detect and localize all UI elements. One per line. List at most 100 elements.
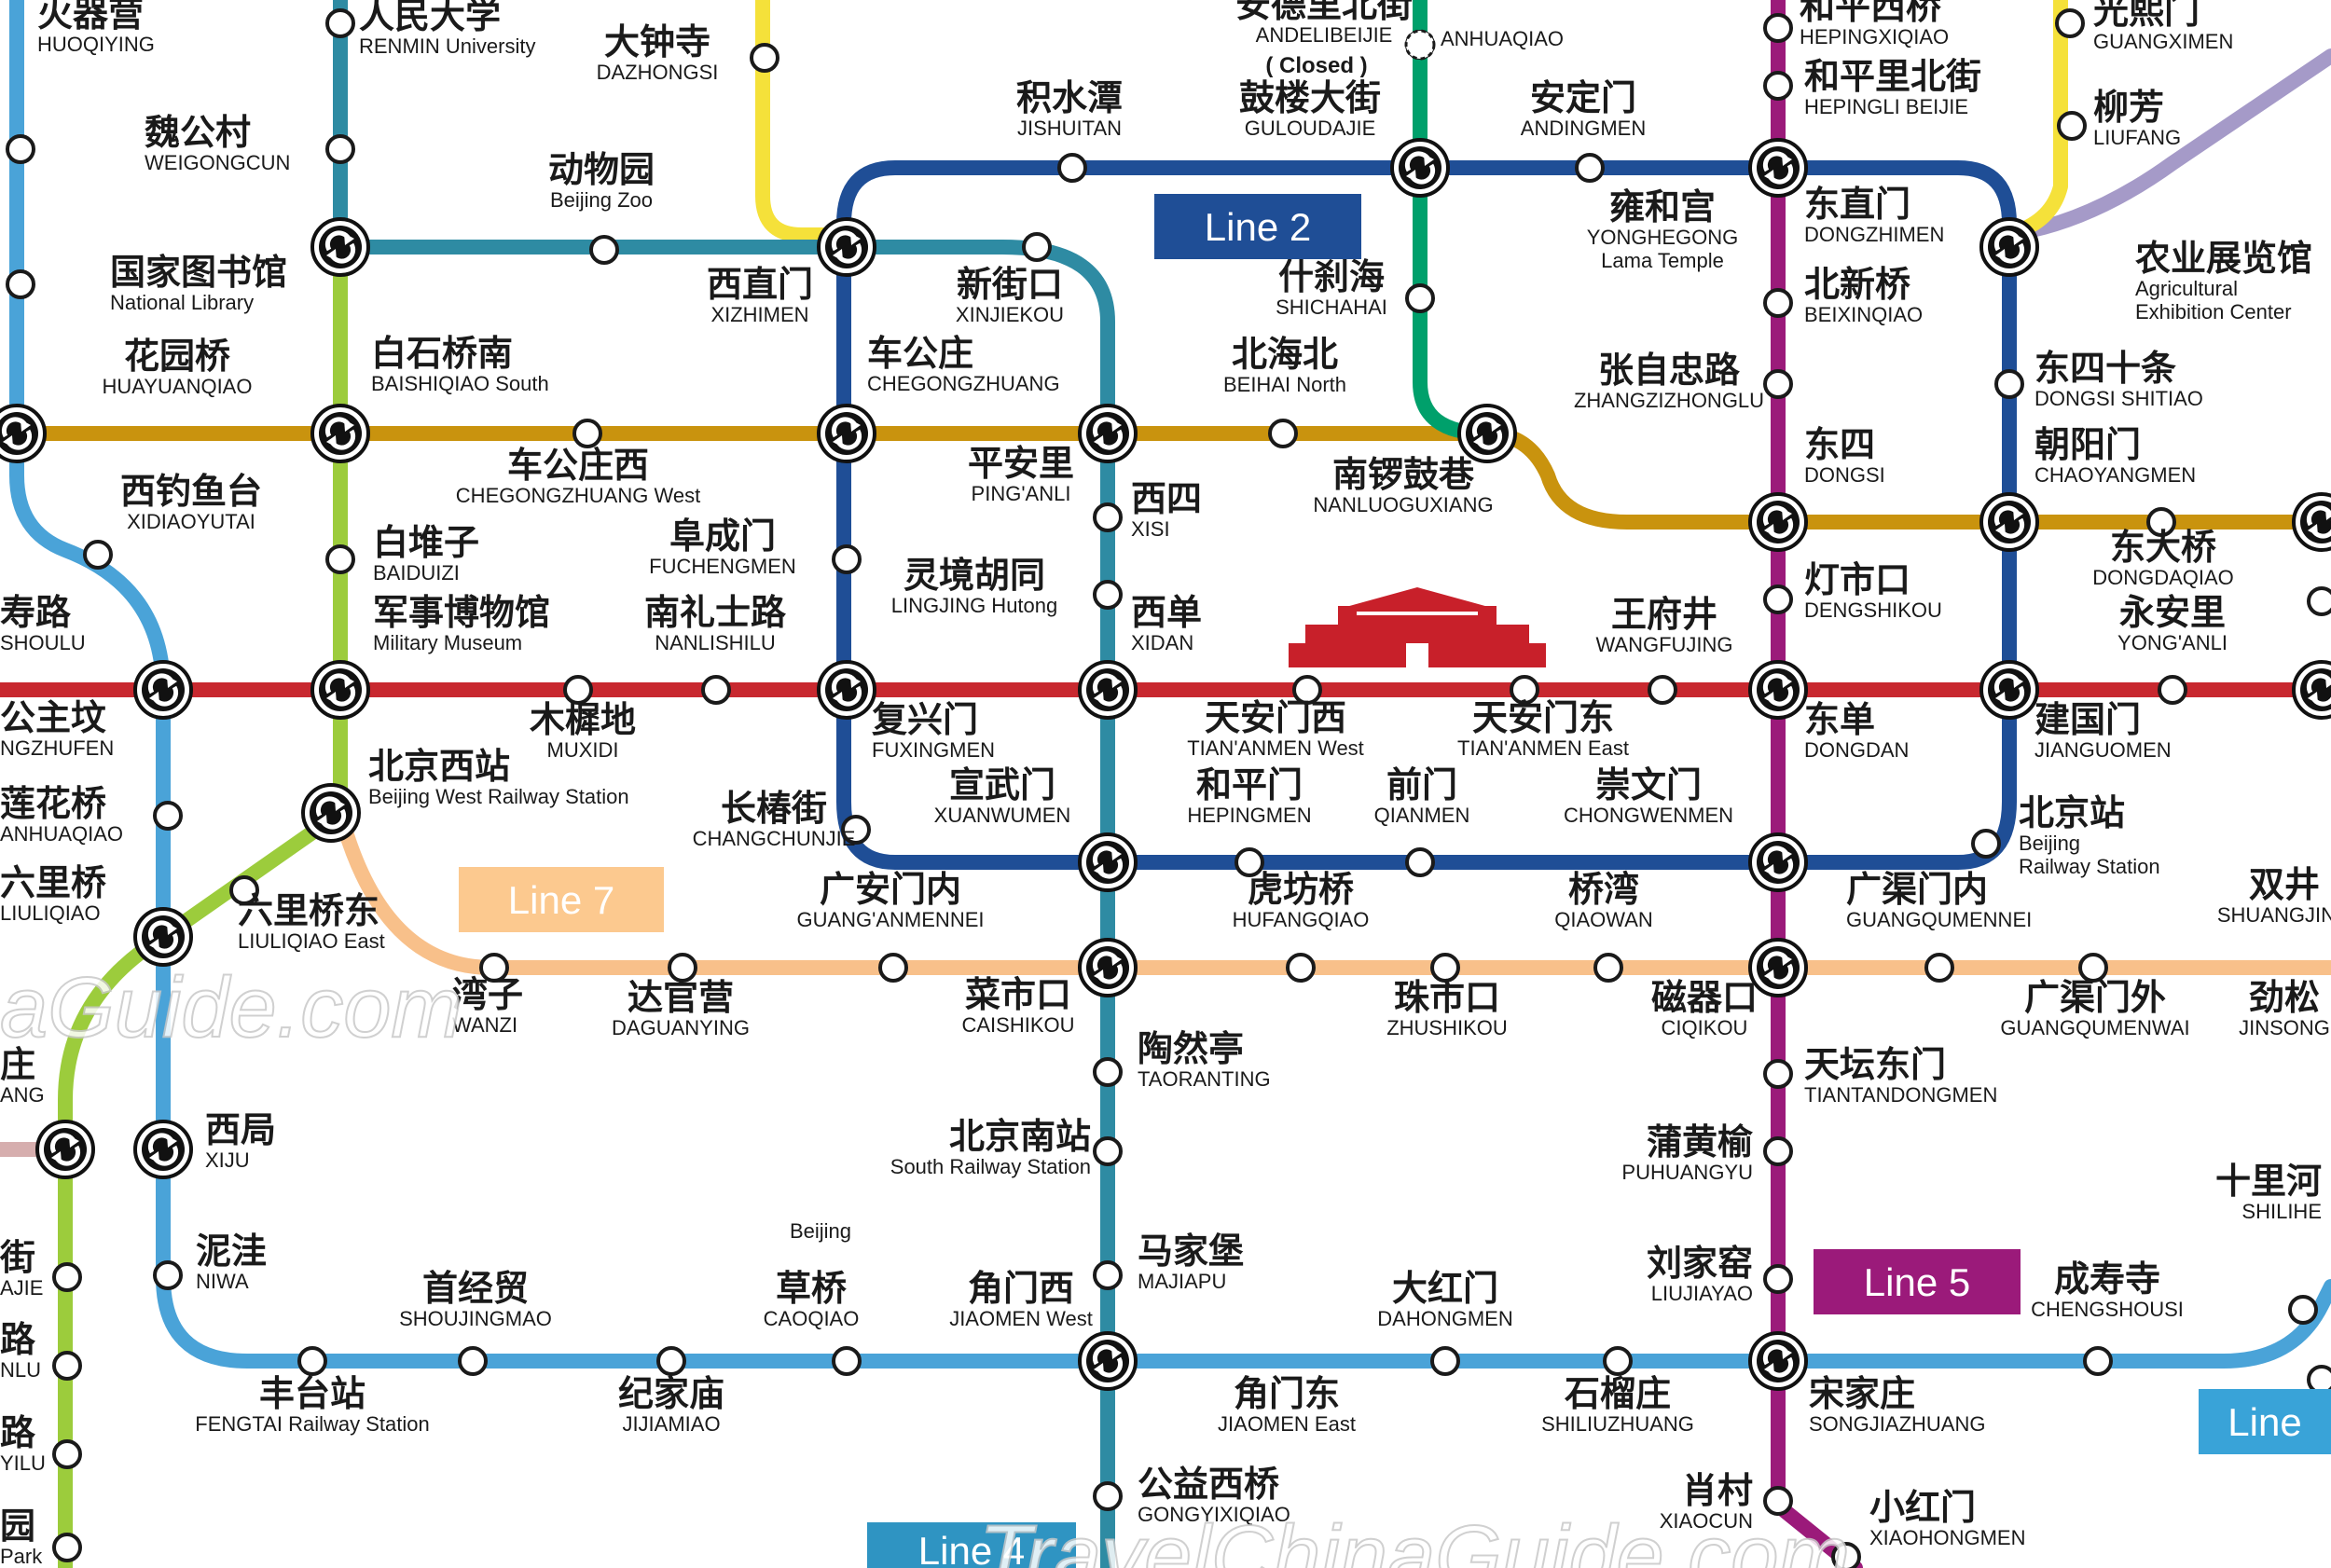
station-circle-icon[interactable] — [325, 8, 355, 38]
station-circle-icon[interactable] — [1093, 580, 1123, 610]
interchange-icon[interactable] — [2292, 660, 2331, 720]
station-circle-icon[interactable] — [1234, 847, 1264, 877]
station-circle-icon[interactable] — [832, 1346, 862, 1376]
station-circle-icon[interactable] — [841, 815, 871, 845]
station-circle-icon[interactable] — [297, 1346, 327, 1376]
interchange-icon[interactable] — [817, 404, 876, 463]
station-circle-icon[interactable] — [1093, 1481, 1123, 1511]
station-circle-icon[interactable] — [1763, 1486, 1793, 1516]
station-circle-icon[interactable] — [1763, 369, 1793, 399]
station-circle-icon[interactable] — [2083, 1346, 2113, 1376]
station-circle-icon[interactable] — [153, 1260, 183, 1290]
station-circle-icon[interactable] — [2055, 8, 2085, 38]
station-circle-icon[interactable] — [1603, 1346, 1633, 1376]
station-circle-icon[interactable] — [1405, 847, 1435, 877]
station-circle-icon[interactable] — [2146, 507, 2176, 537]
interchange-icon[interactable] — [310, 660, 370, 720]
interchange-icon[interactable] — [1078, 832, 1138, 892]
interchange-icon[interactable] — [1979, 217, 2039, 277]
station-circle-icon[interactable] — [1648, 675, 1677, 705]
station-circle-icon[interactable] — [1763, 1264, 1793, 1294]
station-circle-icon[interactable] — [1268, 419, 1298, 448]
interchange-icon[interactable] — [1748, 832, 1808, 892]
interchange-icon[interactable] — [1748, 938, 1808, 997]
station-circle-icon[interactable] — [1763, 288, 1793, 318]
station-circle-icon[interactable] — [1405, 283, 1435, 313]
station-circle-icon[interactable] — [6, 134, 35, 164]
station-circle-icon[interactable] — [2078, 953, 2108, 983]
station-circle-icon[interactable] — [701, 675, 731, 705]
interchange-icon[interactable] — [1078, 404, 1138, 463]
interchange-icon[interactable] — [301, 783, 361, 843]
interchange-icon[interactable] — [35, 1120, 95, 1179]
station-circle-icon[interactable] — [1286, 953, 1316, 983]
station-circle-icon[interactable] — [2307, 586, 2331, 616]
station-circle-icon[interactable] — [750, 43, 779, 73]
station-circle-icon[interactable] — [1093, 502, 1123, 532]
interchange-icon[interactable] — [1457, 404, 1517, 463]
station-circle-icon[interactable] — [1763, 1136, 1793, 1166]
station-circle-icon[interactable] — [458, 1346, 488, 1376]
station-circle-icon[interactable] — [1057, 153, 1087, 183]
station-circle-icon[interactable] — [656, 1346, 686, 1376]
interchange-icon[interactable] — [1748, 492, 1808, 552]
interchange-icon[interactable] — [1078, 660, 1138, 720]
station-circle-icon[interactable] — [52, 1351, 82, 1381]
interchange-icon[interactable] — [310, 217, 370, 277]
station-circle-icon[interactable] — [878, 953, 908, 983]
station-circle-icon[interactable] — [325, 134, 355, 164]
station-circle-icon[interactable] — [1763, 13, 1793, 43]
station-circle-icon[interactable] — [1763, 71, 1793, 101]
station-circle-icon[interactable] — [589, 235, 619, 265]
interchange-icon[interactable] — [817, 217, 876, 277]
station-circle-icon[interactable] — [52, 1262, 82, 1292]
interchange-icon[interactable] — [1748, 1331, 1808, 1391]
station-circle-icon[interactable] — [6, 269, 35, 299]
station-circle-icon[interactable] — [229, 875, 259, 905]
station-circle-icon[interactable] — [325, 544, 355, 574]
interchange-icon[interactable] — [1078, 938, 1138, 997]
interchange-icon[interactable] — [1078, 1331, 1138, 1391]
station-circle-icon[interactable] — [1924, 953, 1954, 983]
station-circle-icon[interactable] — [2057, 111, 2087, 141]
station-circle-icon[interactable] — [2288, 1295, 2318, 1325]
station-circle-icon[interactable] — [1292, 675, 1322, 705]
station-circle-icon[interactable] — [1763, 1059, 1793, 1089]
station-circle-icon[interactable] — [832, 544, 862, 574]
station-circle-icon[interactable] — [563, 675, 593, 705]
station-circle-icon[interactable] — [1831, 1542, 1861, 1568]
station-circle-icon[interactable] — [1093, 1260, 1123, 1290]
station-circle-icon[interactable] — [1430, 1346, 1460, 1376]
station-circle-icon[interactable] — [2307, 1365, 2331, 1395]
station-circle-icon[interactable] — [52, 1439, 82, 1469]
station-circle-icon[interactable] — [668, 953, 697, 983]
station-circle-icon[interactable] — [1430, 953, 1460, 983]
station-circle-icon[interactable] — [1510, 675, 1539, 705]
interchange-icon[interactable] — [1748, 660, 1808, 720]
station-circle-icon[interactable] — [1994, 369, 2024, 399]
interchange-icon[interactable] — [1748, 138, 1808, 198]
station-circle-icon[interactable] — [83, 540, 113, 570]
station-circle-icon[interactable] — [2158, 675, 2187, 705]
station-circle-icon[interactable] — [572, 419, 602, 448]
interchange-icon[interactable] — [133, 1120, 193, 1179]
interchange-icon[interactable] — [2292, 492, 2331, 552]
station-circle-icon[interactable] — [1971, 829, 2001, 859]
interchange-icon[interactable] — [1979, 492, 2039, 552]
station-circle-icon[interactable] — [52, 1533, 82, 1562]
interchange-icon[interactable] — [133, 907, 193, 967]
station-circle-icon[interactable] — [1093, 1136, 1123, 1166]
station-circle-icon[interactable] — [479, 953, 509, 983]
interchange-icon[interactable] — [1979, 660, 2039, 720]
interchange-icon[interactable] — [0, 404, 47, 463]
station-circle-icon[interactable] — [1763, 585, 1793, 614]
station-circle-icon[interactable] — [153, 801, 183, 831]
station-circle-icon[interactable] — [1575, 153, 1605, 183]
station-circle-icon[interactable] — [1093, 1057, 1123, 1087]
interchange-icon[interactable] — [310, 404, 370, 463]
interchange-icon[interactable] — [133, 660, 193, 720]
station-circle-icon[interactable] — [1593, 953, 1623, 983]
station-circle-icon[interactable] — [1022, 232, 1052, 262]
interchange-icon[interactable] — [817, 660, 876, 720]
interchange-icon[interactable] — [1390, 138, 1450, 198]
